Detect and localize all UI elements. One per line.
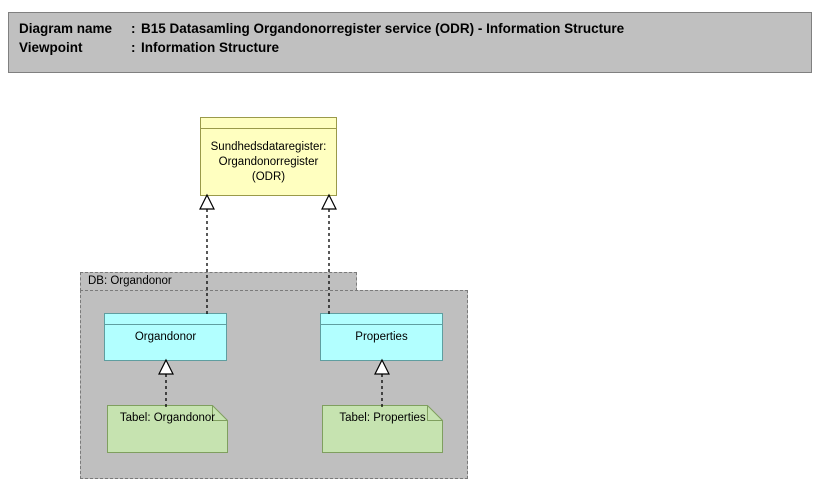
artifact-shape-icon bbox=[322, 405, 443, 453]
node-compartment-divider bbox=[105, 314, 226, 325]
realization-arrowhead-icon bbox=[321, 193, 337, 210]
node-label: Properties bbox=[355, 330, 408, 343]
diagram-name-label: Diagram name bbox=[19, 21, 113, 36]
realization-arrowhead-icon bbox=[158, 358, 174, 375]
viewpoint-separator: : bbox=[131, 40, 136, 55]
node-label: Organdonor bbox=[134, 330, 197, 343]
node-label: Tabel: Organdonor bbox=[119, 412, 216, 424]
node-compartment-divider bbox=[201, 118, 336, 129]
viewpoint-label: Viewpoint bbox=[19, 40, 83, 55]
artifact-shape-icon bbox=[107, 405, 228, 453]
node-organdonor[interactable]: Organdonor bbox=[104, 313, 227, 361]
connector-realization-tabel-organdonor-to-organdonor bbox=[158, 358, 174, 407]
diagram-name-separator: : bbox=[131, 21, 136, 36]
node-sundhedsdataregister-odr[interactable]: Sundhedsdataregister: Organdonorregister… bbox=[200, 117, 337, 196]
node-label: Sundhedsdataregister: Organdonorregister… bbox=[210, 140, 327, 183]
diagram-name-value: B15 Datasamling Organdonorregister servi… bbox=[141, 21, 625, 36]
package-tab-db-organdonor[interactable]: DB: Organdonor bbox=[80, 272, 357, 291]
viewpoint-row: Viewpoint: Information Structure bbox=[19, 38, 811, 57]
node-properties[interactable]: Properties bbox=[320, 313, 443, 361]
realization-arrowhead-icon bbox=[374, 358, 390, 375]
connector-realization-organdonor-to-root bbox=[199, 193, 215, 317]
viewpoint-value: Information Structure bbox=[141, 40, 280, 55]
node-tabel-organdonor[interactable]: Tabel: Organdonor bbox=[107, 405, 228, 453]
node-tabel-properties[interactable]: Tabel: Properties bbox=[322, 405, 443, 453]
diagram-header: Diagram name: B15 Datasamling Organdonorr… bbox=[8, 12, 812, 73]
package-label: DB: Organdonor bbox=[88, 275, 172, 287]
diagram-name-row: Diagram name: B15 Datasamling Organdonorr… bbox=[19, 19, 811, 38]
connector-realization-tabel-properties-to-properties bbox=[374, 358, 390, 407]
connector-realization-properties-to-root bbox=[321, 193, 337, 317]
node-label: Tabel: Properties bbox=[339, 412, 426, 424]
node-compartment-divider bbox=[321, 314, 442, 325]
realization-arrowhead-icon bbox=[199, 193, 215, 210]
